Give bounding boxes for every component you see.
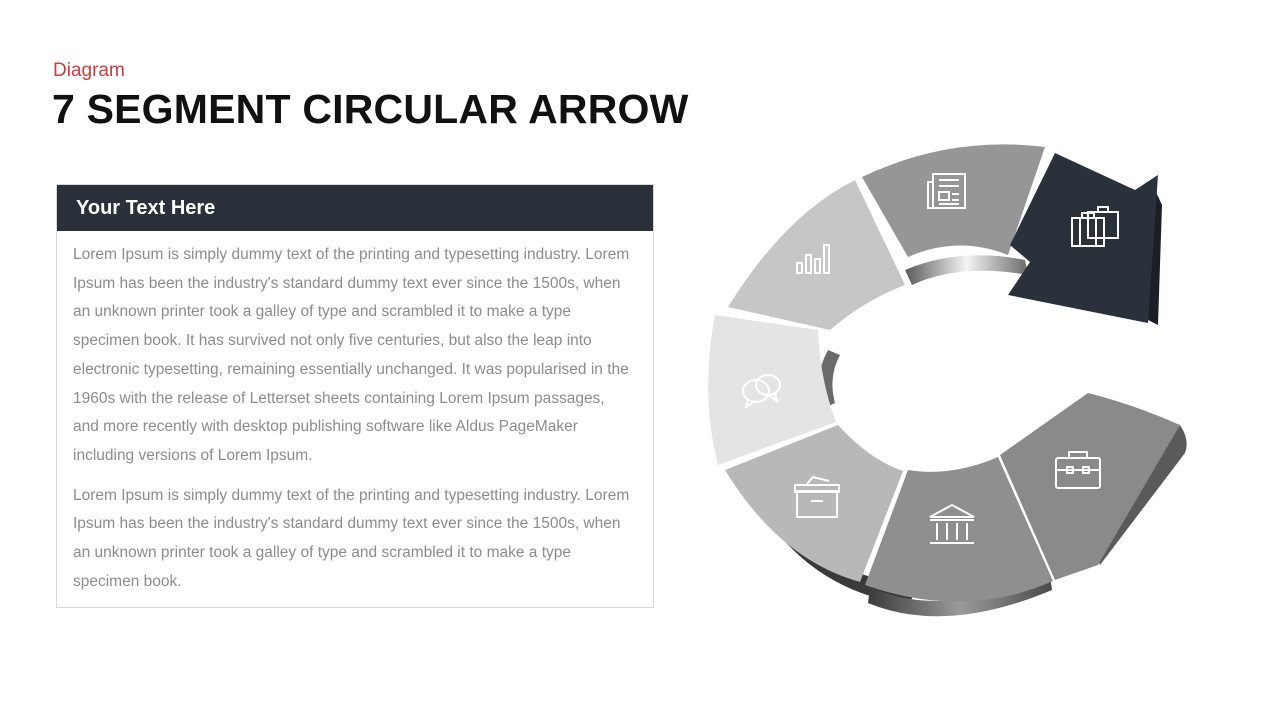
bar-chart-icon — [796, 244, 830, 274]
segment-7-arrow-head — [1008, 153, 1158, 323]
newspaper-icon — [927, 173, 966, 209]
circular-arrow-svg — [708, 144, 1187, 617]
depth-arrow-side — [1148, 190, 1162, 325]
chat-bubbles-icon — [742, 374, 781, 410]
archive-box-icon — [794, 475, 840, 518]
bank-icon — [929, 503, 975, 544]
toolbox-icon — [1055, 451, 1101, 489]
segment-2 — [865, 457, 1053, 602]
segment-4 — [708, 315, 836, 465]
paragraph-2: Lorem Ipsum is simply dummy text of the … — [73, 486, 630, 590]
luggage-icon — [1071, 206, 1119, 247]
text-panel: Your Text Here Lorem Ipsum is simply dum… — [56, 184, 654, 608]
panel-body: Lorem Ipsum is simply dummy text of the … — [57, 231, 653, 596]
segment-5 — [728, 180, 905, 330]
paragraph-1: Lorem Ipsum is simply dummy text of the … — [73, 246, 630, 464]
depth-outer-bottom — [868, 575, 1052, 617]
panel-heading: Your Text Here — [57, 185, 653, 231]
page-title: 7 SEGMENT CIRCULAR ARROW — [52, 86, 689, 132]
segment-1 — [1000, 393, 1180, 580]
depth-inner-top — [905, 255, 1028, 285]
segment-3 — [725, 425, 903, 582]
circular-arrow-diagram — [690, 135, 1210, 625]
subtitle: Diagram — [53, 60, 125, 81]
